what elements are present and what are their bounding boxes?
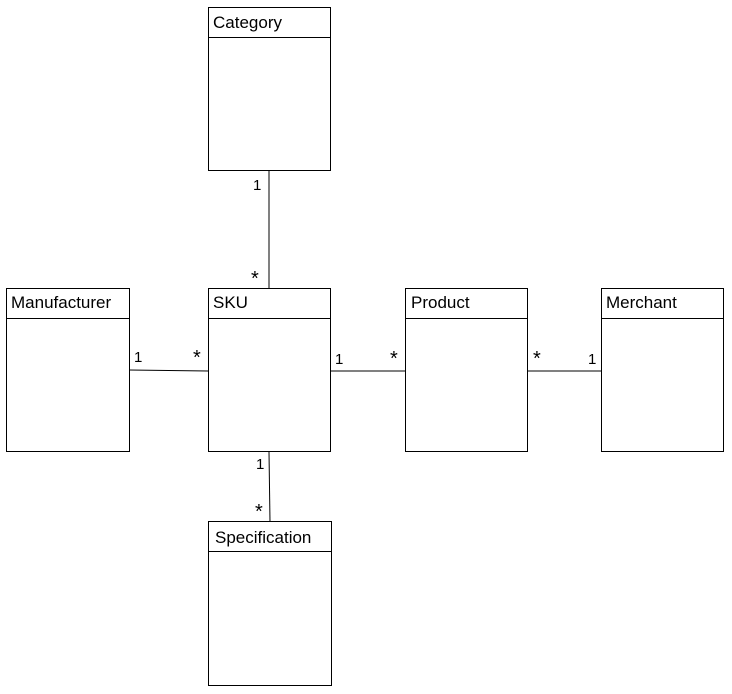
multiplicity-merchant-end: 1 — [588, 351, 596, 368]
multiplicity-sku-end-to-product: 1 — [335, 351, 343, 368]
class-box — [6, 288, 130, 452]
class-name: Product — [411, 293, 470, 312]
class-name: Category — [213, 13, 282, 32]
multiplicity-product-end-to-merchant: * — [533, 348, 541, 370]
class-name: SKU — [213, 293, 248, 312]
class-name: Merchant — [606, 293, 677, 312]
association-sku-specification — [268, 451, 271, 523]
class-name: Manufacturer — [11, 293, 111, 312]
class-box — [405, 288, 528, 452]
multiplicity-sku-end-from-category: * — [251, 268, 259, 290]
multiplicity-sku-end-from-manufacturer: * — [193, 347, 201, 369]
class-product[interactable]: Product — [405, 288, 528, 452]
multiplicity-manufacturer-end: 1 — [134, 349, 142, 366]
class-manufacturer[interactable]: Manufacturer — [6, 288, 130, 452]
class-specification[interactable]: Specification — [208, 521, 332, 686]
class-box — [208, 521, 332, 686]
multiplicity-sku-end-to-specification: 1 — [256, 456, 264, 473]
class-box — [601, 288, 724, 452]
association-manufacturer-sku — [128, 369, 209, 372]
class-category[interactable]: Category — [208, 7, 331, 171]
multiplicity-specification-end: * — [255, 501, 263, 523]
class-sku[interactable]: SKU — [208, 288, 331, 452]
class-box — [208, 288, 331, 452]
class-box — [208, 7, 331, 171]
class-merchant[interactable]: Merchant — [601, 288, 724, 452]
multiplicity-category-end: 1 — [253, 177, 261, 194]
multiplicity-product-end-from-sku: * — [390, 348, 398, 370]
class-name: Specification — [215, 528, 311, 547]
